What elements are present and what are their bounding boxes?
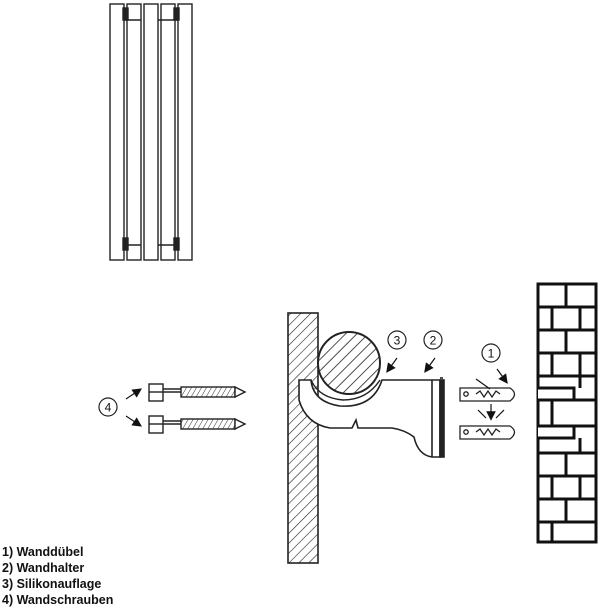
radiator-tube — [109, 3, 125, 261]
callout-2: 2 — [423, 330, 443, 373]
parts-legend: 1) Wanddübel 2) Wandhalter 3) Silikonauf… — [2, 544, 113, 608]
drill-hole — [538, 386, 576, 402]
radiator-tube — [160, 3, 176, 261]
callout-number: 1 — [488, 347, 495, 361]
wall-section — [287, 312, 319, 564]
screw — [148, 383, 247, 402]
legend-item: 3) Silikonauflage — [2, 577, 102, 591]
radiator-tube — [177, 3, 193, 261]
callout-3: 3 — [386, 330, 407, 373]
legend-item: 1) Wanddübel — [2, 545, 84, 559]
radiator-tube — [126, 3, 142, 261]
drill-hole — [538, 424, 576, 440]
callout-number: 2 — [430, 334, 437, 348]
wall-plug — [459, 425, 516, 440]
legend-item: 2) Wandhalter — [2, 561, 85, 575]
wall-bracket — [298, 377, 445, 458]
legend-item: 4) Wandschrauben — [2, 593, 114, 607]
callout-4: 4 — [98, 388, 142, 427]
callout-1: 1 — [475, 343, 508, 421]
callout-number: 4 — [105, 401, 112, 415]
screw — [148, 415, 247, 434]
radiator-tube-cross-section — [317, 331, 381, 395]
wall-plug — [459, 387, 516, 402]
silicone-pad — [310, 379, 381, 401]
callout-number: 3 — [394, 334, 401, 348]
radiator — [109, 3, 193, 261]
brick-wall — [536, 282, 598, 544]
radiator-tube — [143, 3, 159, 261]
